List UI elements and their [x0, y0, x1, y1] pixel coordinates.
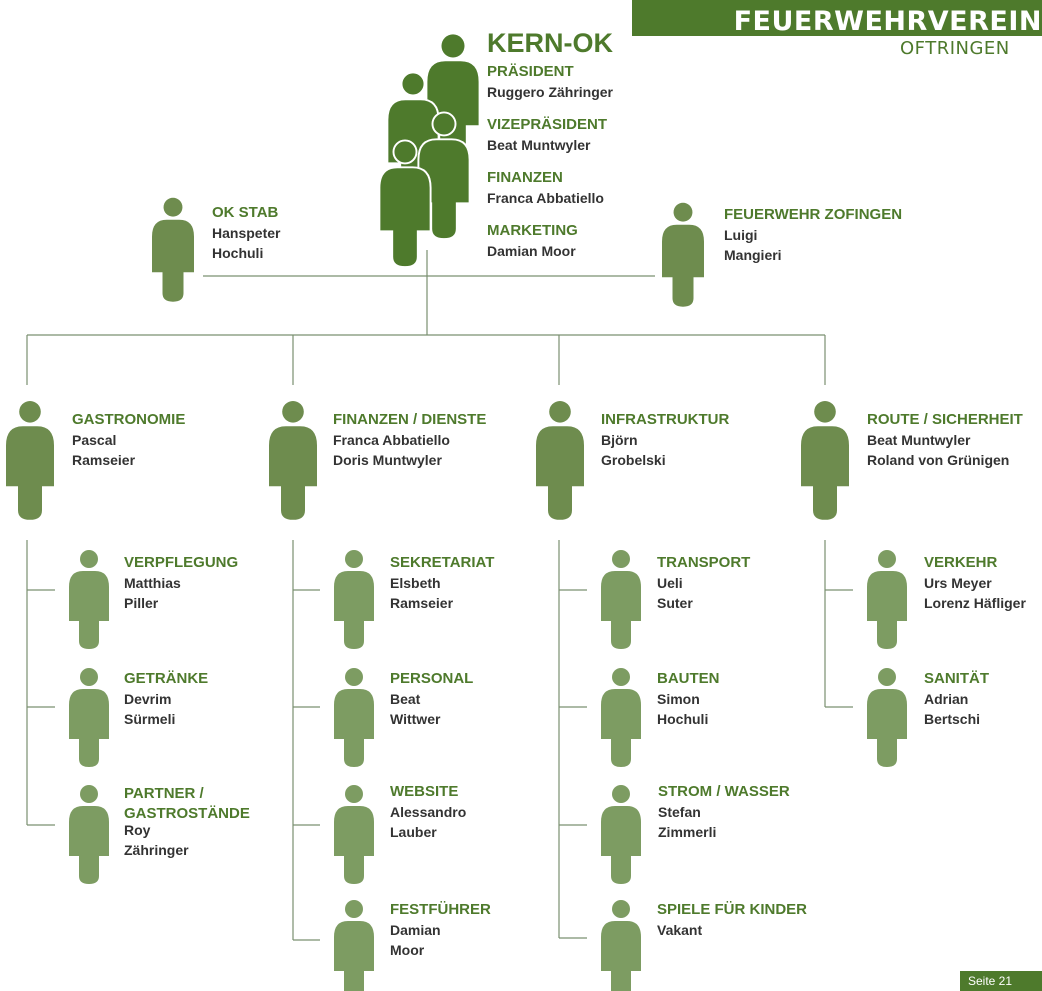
sub-sanitaet: SANITÄT Adrian Bertschi: [924, 670, 989, 727]
dept-person-icon-2: [269, 401, 317, 520]
sub-person-icon: [601, 900, 641, 991]
dept-person-icon-3: [536, 401, 584, 520]
sub-partner-gastrostaende: PARTNER / GASTROSTÄNDE Roy Zähringer: [124, 785, 250, 858]
header-banner: FEUERWEHRVEREIN: [632, 0, 1042, 37]
kern-role-finance: FINANZEN Franca Abbatiello: [487, 169, 604, 206]
header-subtitle: OFTRINGEN: [900, 38, 1010, 59]
kern-role-vice: VIZEPRÄSIDENT Beat Muntwyler: [487, 116, 608, 153]
zofingen-box: FEUERWEHR ZOFINGEN Luigi Mangieri: [724, 206, 903, 263]
sub-person-icon: [601, 668, 641, 767]
sub-website: WEBSITE Alessandro Lauber: [390, 783, 467, 840]
dept-infrastruktur: INFRASTRUKTUR Björn Grobelski: [601, 411, 730, 468]
sub-sekretariat: SEKRETARIAT Elsbeth Ramseier: [390, 554, 495, 611]
sub-transport: TRANSPORT Ueli Suter: [657, 554, 751, 611]
sub-bauten: BAUTEN Simon Hochuli: [657, 670, 720, 727]
sub-person-icon: [867, 550, 907, 649]
dept-route-sicherheit: ROUTE / SICHERHEIT Beat Muntwyler Roland…: [867, 411, 1023, 468]
sub-person-icon: [601, 785, 641, 884]
kern-group-icon: [378, 34, 479, 269]
sub-verpflegung: VERPFLEGUNG Matthias Piller: [124, 554, 239, 611]
stab-person-icon: [152, 197, 194, 302]
sub-person-icon: [334, 785, 374, 884]
kern-title: KERN-OK: [487, 28, 613, 58]
header-title: FEUERWEHRVEREIN: [733, 6, 1042, 37]
page-number: Seite 21: [960, 971, 1042, 991]
sub-person-icon: [334, 550, 374, 649]
sub-person-icon: [601, 550, 641, 649]
sub-person-icon: [69, 550, 109, 649]
sub-spiele-fuer-kinder: SPIELE FÜR KINDER Vakant: [657, 901, 808, 938]
sub-personal: PERSONAL Beat Wittwer: [390, 670, 474, 727]
sub-person-icon: [69, 668, 109, 767]
dept-gastronomie: GASTRONOMIE Pascal Ramseier: [72, 411, 186, 468]
sub-person-icon: [334, 900, 374, 991]
sub-strom-wasser: STROM / WASSER Stefan Zimmerli: [658, 783, 790, 840]
sub-getraenke: GETRÄNKE Devrim Sürmeli: [124, 670, 209, 727]
dept-finanzen-dienste: FINANZEN / DIENSTE Franca Abbatiello Dor…: [333, 411, 487, 468]
dept-person-icon-4: [801, 401, 849, 520]
sub-verkehr: VERKEHR Urs Meyer Lorenz Häfliger: [924, 554, 1026, 611]
dept-person-icon-1: [5, 401, 54, 520]
zofingen-person-icon: [662, 202, 704, 307]
sub-person-icon: [867, 668, 907, 767]
sub-person-icon: [334, 668, 374, 767]
kern-role-marketing: MARKETING Damian Moor: [487, 222, 578, 259]
kern-role-president: PRÄSIDENT Ruggero Zähringer: [487, 63, 614, 100]
sub-person-icon: [69, 785, 109, 884]
sub-festfuehrer: FESTFÜHRER Damian Moor: [390, 901, 491, 958]
stab-box: OK STAB Hanspeter Hochuli: [212, 204, 281, 261]
